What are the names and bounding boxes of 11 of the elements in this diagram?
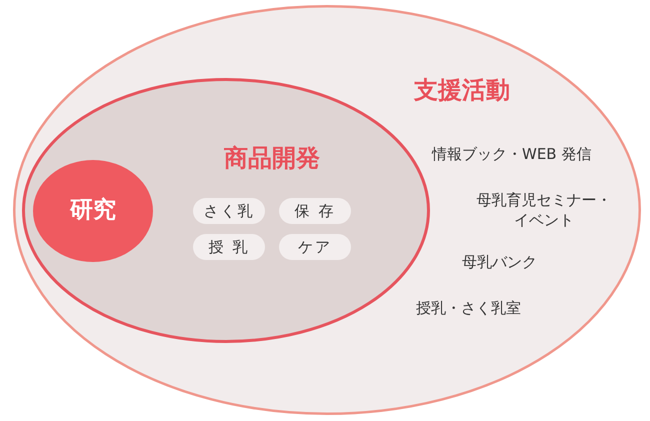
heading: 支援活動	[412, 75, 511, 106]
activity-item: 授乳・さく乳室	[416, 299, 521, 318]
heading: 商品開発	[223, 143, 321, 174]
tag-pill: 授 乳	[193, 234, 265, 260]
tag-pill: 保 存	[279, 198, 351, 224]
activity-item: 母乳バンク	[462, 253, 537, 272]
heading: 研究	[68, 196, 117, 225]
tag-pill: さく乳	[193, 198, 265, 224]
activity-item: 母乳育児セミナー・イベント	[476, 190, 612, 230]
activity-item: 情報ブック・WEB 発信	[432, 145, 592, 164]
tag-pill: ケア	[279, 234, 351, 260]
